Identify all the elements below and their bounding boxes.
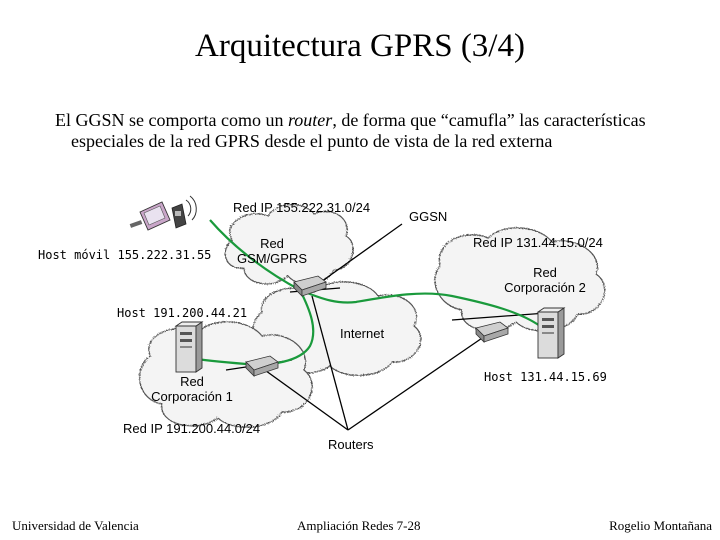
label-internet: Internet [340, 326, 385, 341]
router-ggsn-icon [293, 275, 327, 297]
footer-center: Ampliación Redes 7-28 [297, 518, 421, 533]
paragraph-text-after: , de forma que “camufla” las característ… [71, 110, 646, 151]
router-corp1-icon [245, 355, 279, 377]
footer-left: Universidad de Valencia [12, 518, 139, 533]
label-red-ip-gprs: Red IP 155.222.31.0/24 [233, 200, 371, 215]
label-red-gsm-line1: Red [260, 236, 284, 251]
label-host-movil: Host móvil 155.222.31.55 [38, 248, 212, 262]
pointer-line-router-ggsn [311, 295, 349, 431]
label-corporacion-1: Red Corporación 1 [142, 374, 242, 404]
mobile-host-icon [129, 195, 197, 231]
label-corporacion-2: Red Corporación 2 [490, 265, 600, 295]
label-red-ip-corp2: Red IP 131.44.15.0/24 [473, 235, 603, 250]
slide-title: Arquitectura GPRS (3/4) [195, 28, 525, 64]
label-red-ip-corp1: Red IP 191.200.44.0/24 [123, 421, 261, 436]
server-corp2-icon [536, 307, 566, 359]
pointer-line-ggsn [317, 223, 403, 285]
label-ggsn: GGSN [409, 209, 448, 224]
green-path-mobile-to-corp2 [209, 219, 541, 327]
green-path-ggsn-to-corp1 [189, 289, 315, 366]
label-routers: Routers [328, 437, 374, 452]
label-corp1-line1: Red [180, 374, 204, 389]
paragraph-text-before: El GGSN se comporta como un [55, 110, 288, 130]
router-corp2-icon [475, 321, 509, 343]
server-corp1-icon [174, 321, 204, 373]
label-host-191: Host 191.200.44.21 [117, 306, 248, 320]
cloud-corporacion-2 [434, 227, 606, 332]
label-corp2-line1: Red [533, 265, 557, 280]
intro-paragraph: El GGSN se comporta como un router, de f… [55, 110, 711, 152]
footer-right: Rogelio Montañana [609, 518, 712, 533]
pointer-line-router-corp1 [261, 367, 349, 431]
label-red-gsm-gprs: Red GSM/GPRS [232, 236, 312, 266]
paragraph-italic-router: router [287, 110, 333, 130]
label-host-131: Host 131.44.15.69 [484, 370, 607, 384]
label-red-gsm-line2: GSM/GPRS [236, 251, 308, 266]
label-corp2-line2: Corporación 2 [504, 280, 586, 295]
pointer-line-router-corp2 [347, 333, 489, 431]
label-corp1-line2: Corporación 1 [151, 389, 233, 404]
